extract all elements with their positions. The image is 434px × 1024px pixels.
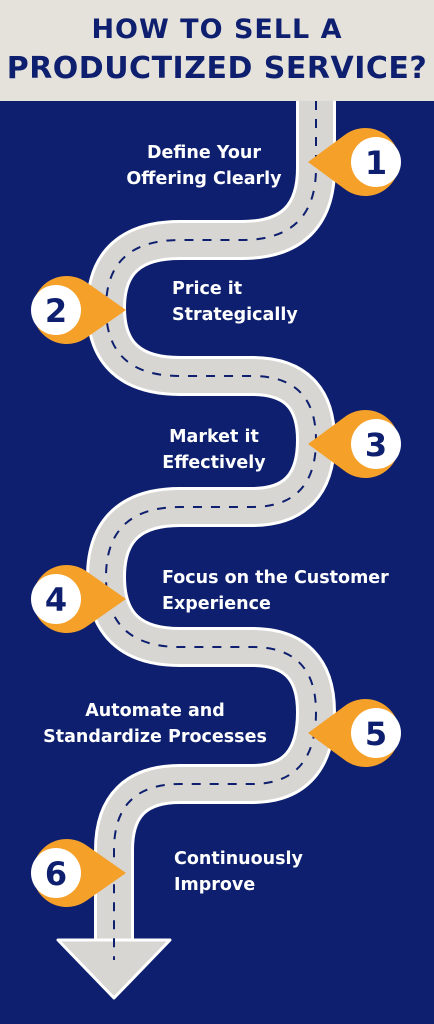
title-banner: HOW TO SELL A PRODUCTIZED SERVICE? — [0, 0, 434, 101]
step-1-label: Define Your Offering Clearly — [114, 140, 294, 192]
road-center-line — [104, 101, 318, 960]
road-arrow-head — [56, 938, 172, 1000]
step-1-marker: 1 — [308, 128, 401, 196]
step-4-line-2: Experience — [162, 594, 271, 614]
step-5-label: Automate and Standardize Processes — [20, 698, 290, 750]
step-4-number: 4 — [45, 581, 67, 619]
step-4-label: Focus on the Customer Experience — [162, 565, 430, 617]
step-3-line-1: Market it — [169, 427, 259, 447]
step-3-marker: 3 — [308, 410, 401, 478]
step-2-label: Price it Strategically — [172, 276, 332, 328]
step-5-line-1: Automate and — [85, 701, 225, 721]
step-2-marker: 2 — [31, 276, 126, 344]
step-1-line-1: Define Your — [147, 143, 261, 163]
step-2-number: 2 — [45, 292, 67, 330]
title-line-1: HOW TO SELL A — [91, 14, 343, 45]
step-6-line-1: Continuously — [174, 849, 303, 869]
step-3-number: 3 — [365, 426, 387, 464]
title-line-2: PRODUCTIZED SERVICE? — [6, 51, 428, 86]
step-1-line-2: Offering Clearly — [126, 169, 282, 189]
step-2-line-2: Strategically — [172, 305, 298, 325]
step-4-line-1: Focus on the Customer — [162, 568, 389, 588]
step-3-line-2: Effectively — [162, 453, 266, 473]
step-6-label: Continuously Improve — [174, 846, 374, 898]
step-5-number: 5 — [365, 715, 387, 753]
step-6-line-2: Improve — [174, 875, 256, 895]
step-3-label: Market it Effectively — [134, 424, 294, 476]
step-6-number: 6 — [45, 855, 67, 893]
step-5-line-2: Standardize Processes — [43, 727, 267, 747]
step-2-line-1: Price it — [172, 279, 243, 299]
step-1-number: 1 — [365, 144, 387, 182]
step-6-marker: 6 — [31, 839, 126, 907]
step-5-marker: 5 — [308, 699, 401, 767]
step-4-marker: 4 — [31, 565, 126, 633]
